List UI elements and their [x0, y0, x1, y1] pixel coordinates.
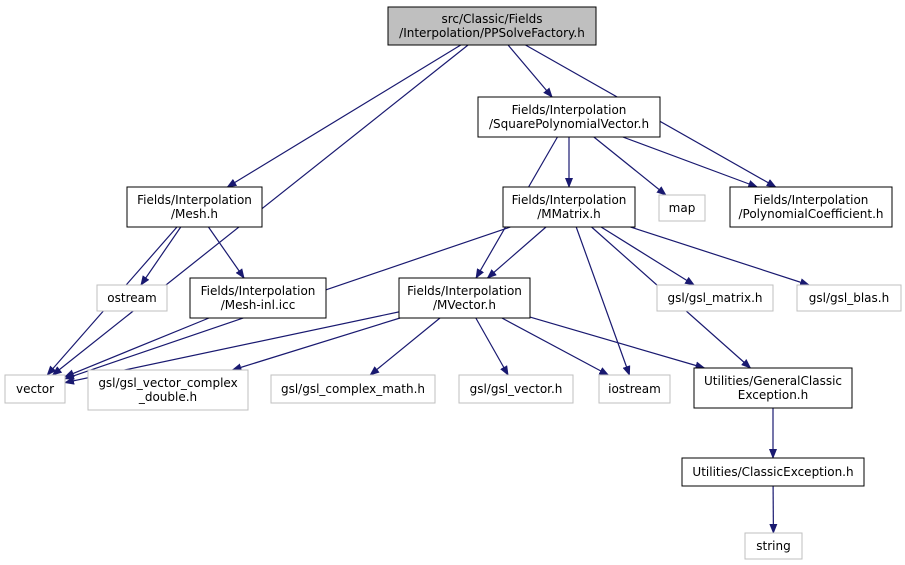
- edge-mesh-to-meshinl: [207, 226, 245, 279]
- node-box: [658, 194, 706, 222]
- node-label: gsl/gsl_blas.h: [809, 291, 889, 305]
- node-map: map: [658, 194, 706, 222]
- node-label: Fields/Interpolation: [137, 193, 252, 207]
- node-label: Fields/Interpolation: [512, 193, 627, 207]
- node-label: _double.h: [138, 390, 197, 404]
- node-gsl_blas: gsl/gsl_blas.h: [796, 284, 902, 312]
- node-classicexception[interactable]: Utilities/ClassicException.h: [681, 457, 865, 487]
- edge-meshinl-to-vector: [64, 317, 210, 378]
- node-box: [126, 186, 263, 228]
- node-box: [387, 6, 597, 46]
- node-label: string: [756, 539, 790, 553]
- node-box: [270, 374, 436, 404]
- node-label: iostream: [608, 382, 661, 396]
- node-mmatrix[interactable]: Fields/Interpolation/MMatrix.h: [502, 186, 636, 228]
- node-label: map: [669, 201, 696, 215]
- node-box: [96, 284, 168, 312]
- node-label: /MVector.h: [433, 298, 496, 312]
- node-label: gsl/gsl_complex_math.h: [281, 382, 425, 396]
- node-meshinl[interactable]: Fields/Interpolation/Mesh-inl.icc: [189, 277, 327, 319]
- node-box: [744, 532, 803, 560]
- node-ppsolvefactory[interactable]: src/Classic/Fields/Interpolation/PPSolve…: [387, 6, 597, 46]
- edge-mmatrix-to-mvector: [486, 226, 547, 279]
- node-label: /SquarePolynomialVector.h: [489, 117, 649, 131]
- node-label: /Mesh.h: [171, 207, 218, 221]
- edge-mvector-to-generalclassicexception: [529, 316, 706, 370]
- node-label: gsl/gsl_vector.h: [470, 382, 563, 396]
- node-label: /MMatrix.h: [537, 207, 601, 221]
- edge-mmatrix-to-iostream: [575, 226, 631, 376]
- node-box: [477, 96, 661, 138]
- node-box: [681, 457, 865, 487]
- node-box: [796, 284, 902, 312]
- node-mvector[interactable]: Fields/Interpolation/MVector.h: [398, 277, 531, 319]
- node-label: /PolynomialCoefficient.h: [738, 207, 883, 221]
- node-label: Utilities/ClassicException.h: [692, 465, 853, 479]
- node-label: Fields/Interpolation: [407, 284, 522, 298]
- edge-mvector-to-gsl_complex_math: [369, 317, 441, 376]
- node-vector: vector: [4, 374, 66, 404]
- edge-ppsolvefactory-to-mesh: [226, 44, 462, 188]
- node-box: [502, 186, 636, 228]
- node-box: [189, 277, 327, 319]
- node-box: [693, 367, 853, 409]
- node-label: /Interpolation/PPSolveFactory.h: [399, 26, 585, 40]
- node-label: gsl/gsl_vector_complex: [98, 376, 237, 390]
- node-mesh[interactable]: Fields/Interpolation/Mesh.h: [126, 186, 263, 228]
- node-label: src/Classic/Fields: [441, 12, 542, 26]
- edge-ppsolvefactory-to-squarepolynomialvector: [507, 44, 553, 98]
- edge-mmatrix-to-gsl_blas: [630, 226, 810, 287]
- edge-mesh-to-ostream: [140, 226, 182, 286]
- edge-squarepolynomialvector-to-polynomialcoefficient: [622, 136, 759, 188]
- node-box: [656, 284, 774, 312]
- node-gsl_matrix: gsl/gsl_matrix.h: [656, 284, 774, 312]
- node-string: string: [744, 532, 803, 560]
- edge-squarepolynomialvector-to-map: [593, 136, 667, 196]
- node-box: [598, 374, 671, 404]
- node-iostream: iostream: [598, 374, 671, 404]
- edge-mvector-to-gsl_vector_complex_double: [231, 317, 401, 372]
- node-label: Fields/Interpolation: [201, 284, 316, 298]
- node-box: [729, 186, 893, 228]
- edge-mvector-to-gsl_vector: [475, 317, 509, 376]
- node-gsl_vector_complex_double: gsl/gsl_vector_complex_double.h: [87, 369, 249, 411]
- edge-mvector-to-iostream: [501, 317, 610, 376]
- node-label: Exception.h: [738, 388, 808, 402]
- node-label: Fields/Interpolation: [512, 103, 627, 117]
- node-label: Utilities/GeneralClassic: [704, 374, 842, 388]
- node-gsl_complex_math: gsl/gsl_complex_math.h: [270, 374, 436, 404]
- node-label: vector: [16, 382, 54, 396]
- node-label: ostream: [107, 291, 156, 305]
- node-box: [4, 374, 66, 404]
- node-box: [87, 369, 249, 411]
- node-gsl_vector: gsl/gsl_vector.h: [458, 374, 574, 404]
- node-polynomialcoefficient[interactable]: Fields/Interpolation/PolynomialCoefficie…: [729, 186, 893, 228]
- node-ostream: ostream: [96, 284, 168, 312]
- node-label: /Mesh-inl.icc: [221, 298, 296, 312]
- node-squarepolynomialvector[interactable]: Fields/Interpolation/SquarePolynomialVec…: [477, 96, 661, 138]
- node-label: Fields/Interpolation: [754, 193, 869, 207]
- node-label: gsl/gsl_matrix.h: [668, 291, 763, 305]
- node-box: [398, 277, 531, 319]
- node-box: [458, 374, 574, 404]
- edge-mmatrix-to-gsl_matrix: [600, 226, 695, 286]
